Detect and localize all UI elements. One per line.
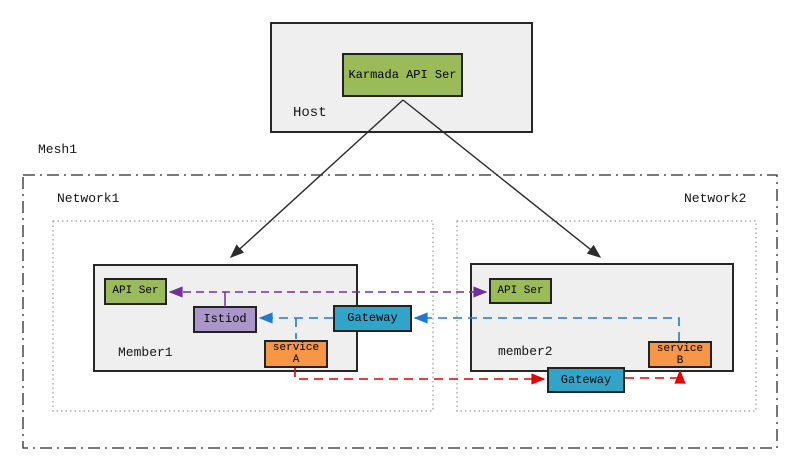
member2-gateway-label: Gateway	[560, 372, 612, 387]
member2-api-server-node: API Ser	[489, 278, 552, 304]
member1-gateway-label: Gateway	[347, 311, 398, 325]
member1-istiod-label: Istiod	[203, 312, 247, 326]
karmada-api-server-node: Karmada API Ser	[342, 53, 463, 97]
member1-service-a-label: service A	[272, 342, 320, 366]
network2-label: Network2	[684, 191, 747, 206]
karmada-api-server-label: Karmada API Ser	[348, 67, 457, 82]
member2-service-b-node: service B	[648, 341, 712, 368]
network1-label: Network1	[57, 191, 120, 206]
member2-service-b-label: service B	[656, 342, 704, 367]
member2-gateway-node: Gateway	[547, 367, 625, 393]
member1-gateway-node: Gateway	[333, 305, 412, 332]
member1-api-server-label: API Ser	[112, 285, 159, 297]
mesh1-label: Mesh1	[38, 142, 78, 157]
member1-istiod-node: Istiod	[193, 306, 257, 333]
member2-api-server-label: API Ser	[497, 284, 544, 297]
arrow-gateway2-to-serviceb	[625, 369, 686, 384]
member1-service-a-node: service A	[264, 340, 328, 368]
host-label: Host	[293, 105, 327, 121]
member2-label: member2	[498, 344, 553, 359]
member1-api-server-node: API Ser	[104, 278, 167, 305]
member1-label: Member1	[118, 345, 173, 360]
